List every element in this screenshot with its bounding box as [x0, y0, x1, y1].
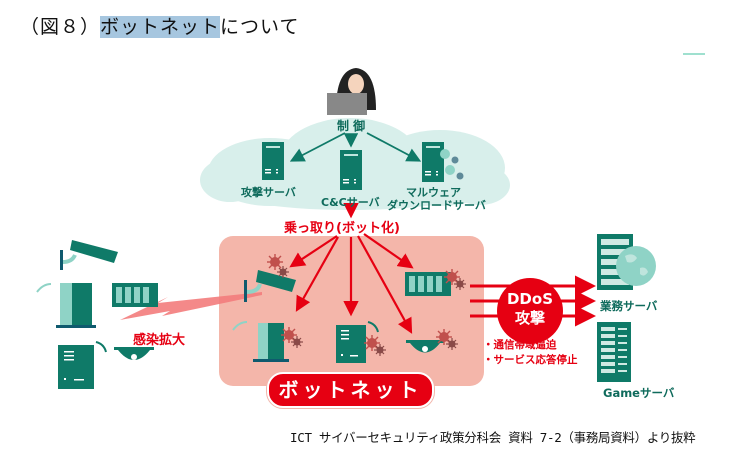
title-prefix: （図８）: [20, 16, 101, 38]
game-server-label: Gameサーバ: [603, 386, 675, 400]
title-suffix: について: [220, 16, 300, 38]
left-camera-icon: [60, 240, 118, 270]
malware-server-label-2: ダウンロードサーバ: [387, 199, 486, 212]
business-server-label: 業務サーバ: [600, 299, 658, 313]
control-label: 制 御: [337, 119, 366, 133]
ddos-attack-badge: DDoS 攻撃: [497, 278, 563, 344]
infected-nas-icon: [405, 268, 467, 296]
left-router-icon: [36, 283, 96, 328]
effect-service-stop: ・サービス応答停止: [483, 354, 578, 366]
ddos-line2: 攻撃: [514, 309, 545, 327]
botnet-label: ボットネット: [267, 372, 434, 408]
attack-server-label: 攻撃サーバ: [241, 186, 296, 199]
title-highlight: ボットネット: [100, 16, 221, 38]
cnc-server-icon: [340, 150, 362, 190]
spread-arrow: [120, 292, 262, 320]
left-nas-icon: [112, 283, 158, 307]
spread-label: 感染拡大: [133, 333, 186, 348]
takeover-label: 乗っ取り(ボット化): [284, 221, 400, 236]
game-server-icon: [597, 322, 631, 382]
takeover-arrows: [289, 203, 414, 334]
business-server-icon: [597, 234, 656, 290]
malware-server-label-1: マルウェア: [406, 186, 461, 199]
figure-title: （図８）ボットネットについて: [20, 12, 299, 39]
infected-dome-camera-icon: [406, 328, 459, 353]
ddos-line1: DDoS: [506, 290, 553, 308]
infected-pc-icon: [336, 321, 387, 363]
left-pc-icon: [58, 341, 107, 389]
malware-download-server-icon: [422, 142, 464, 182]
source-credit: ICT サイバーセキュリティ政策分科会 資料 7-2（事務局資料）より抜粋: [290, 430, 696, 445]
hooded-hacker-icon: [327, 68, 376, 115]
cnc-server-label: C&Cサーバ: [321, 196, 380, 209]
effect-bandwidth: ・通信帯域逼迫: [483, 339, 557, 351]
left-dome-camera-icon: [114, 347, 154, 360]
infected-router-icon: [232, 321, 304, 362]
control-arrows: [289, 132, 422, 162]
infected-camera-icon: [244, 253, 296, 302]
attack-server-icon: [262, 142, 284, 180]
